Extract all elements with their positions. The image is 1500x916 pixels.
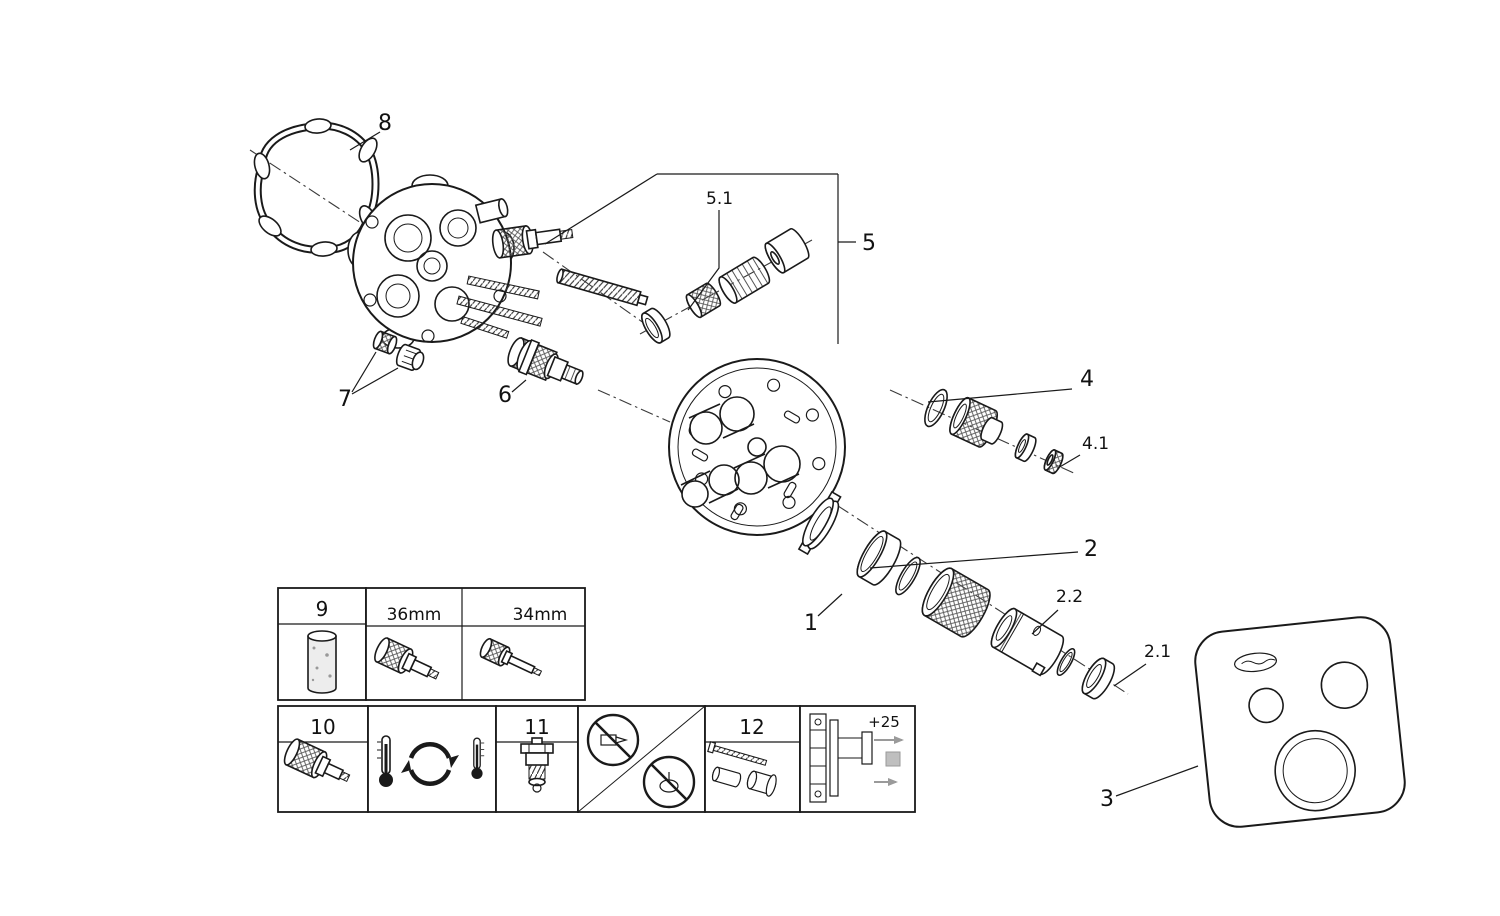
callout-2-2: 2.2: [1056, 587, 1083, 607]
knurled-sleeve: [921, 567, 991, 638]
o-ring-2: [895, 556, 921, 596]
bayonet-ring: [797, 490, 842, 556]
plate-boss-2: [733, 445, 801, 495]
no-grease-symbols: [577, 705, 706, 813]
callout-1: 1: [804, 611, 818, 636]
no-grease-icon-1: [586, 713, 640, 767]
cartridge-item-10: [283, 738, 351, 783]
thermometer-icon-left: [377, 735, 393, 787]
mounting-plate: [668, 358, 846, 536]
cartridge-size-36: 36mm: [387, 605, 442, 625]
item4-group: [924, 388, 1064, 475]
rotate-arrows-icon: [401, 742, 459, 786]
plate-boss-3: [680, 464, 740, 508]
washer-disc: [1014, 433, 1037, 463]
callout-2: 2: [1084, 537, 1098, 562]
legend-number-9: 9: [316, 597, 329, 621]
item7-plugs: [372, 330, 425, 371]
callout-4-1: 4.1: [1082, 434, 1109, 454]
item6-cartridge: [507, 337, 584, 386]
body-boss: [474, 198, 509, 224]
legend-box-cartridge-sizes: [365, 587, 586, 701]
threaded-stud-1: [466, 275, 540, 300]
cover-cap: [1081, 657, 1116, 700]
legend-row-2: 10 11 12: [277, 705, 916, 813]
check-valve-part: [520, 737, 554, 793]
legend-row-1: 9 36mm 34mm: [277, 587, 586, 701]
grease-cylinder: [307, 630, 337, 694]
dimension-arrow-icon: [894, 736, 904, 744]
leader-lines: [349, 131, 1199, 797]
callout-7: 7: [338, 387, 352, 412]
cartridge-36mm: [374, 637, 440, 680]
toothed-sleeve: [990, 607, 1065, 677]
legend-number-11: 11: [524, 715, 549, 739]
callout-8: 8: [378, 111, 392, 136]
plate-knob: [1274, 729, 1356, 812]
no-grease-icon-2: [642, 755, 696, 809]
knurled-nut: [949, 396, 1004, 448]
thermometer-icon-right: [471, 737, 485, 779]
extension-kit: +25: [809, 713, 904, 803]
plate-button-large: [1320, 661, 1369, 709]
threaded-stud-3: [460, 316, 510, 339]
trim-plate: [1194, 616, 1406, 828]
small-parts-item-12: [707, 741, 777, 797]
extension-depth-label: +25: [868, 713, 900, 731]
seal-ring: [641, 307, 671, 344]
item2-group: [797, 490, 1116, 700]
knurled-disc: [1043, 449, 1064, 475]
callout-4: 4: [1080, 367, 1094, 392]
plate-button-small: [1248, 687, 1284, 724]
callout-6: 6: [498, 383, 512, 408]
cartridge-head: [491, 225, 574, 259]
threaded-stud-2: [456, 295, 543, 327]
threaded-spindle: [556, 268, 649, 307]
end-cap: [764, 228, 810, 274]
knurled-cap: [685, 282, 722, 319]
sleeve-ring: [856, 530, 902, 586]
cartridge-34mm: [479, 637, 543, 677]
callout-5-1: 5.1: [706, 189, 733, 209]
callout-labels: 8 7 6 5 5.1 4 4.1 1 2 2.2 2.1 3: [338, 111, 1171, 812]
o-ring-4: [924, 388, 948, 428]
callout-3: 3: [1100, 787, 1114, 812]
brand-badge: [1234, 652, 1278, 673]
o-ring-small: [1056, 647, 1076, 677]
ribbed-sleeve: [718, 256, 771, 304]
legend-number-12: 12: [739, 715, 764, 739]
item5-cartridge-assembly: [491, 225, 810, 344]
callout-5: 5: [862, 231, 876, 256]
plate-boss-1: [688, 396, 755, 445]
callout-2-1: 2.1: [1144, 642, 1171, 662]
cartridge-size-34: 34mm: [513, 605, 568, 625]
legend-number-10: 10: [310, 715, 335, 739]
dimension-arrow-icon: [888, 778, 898, 786]
